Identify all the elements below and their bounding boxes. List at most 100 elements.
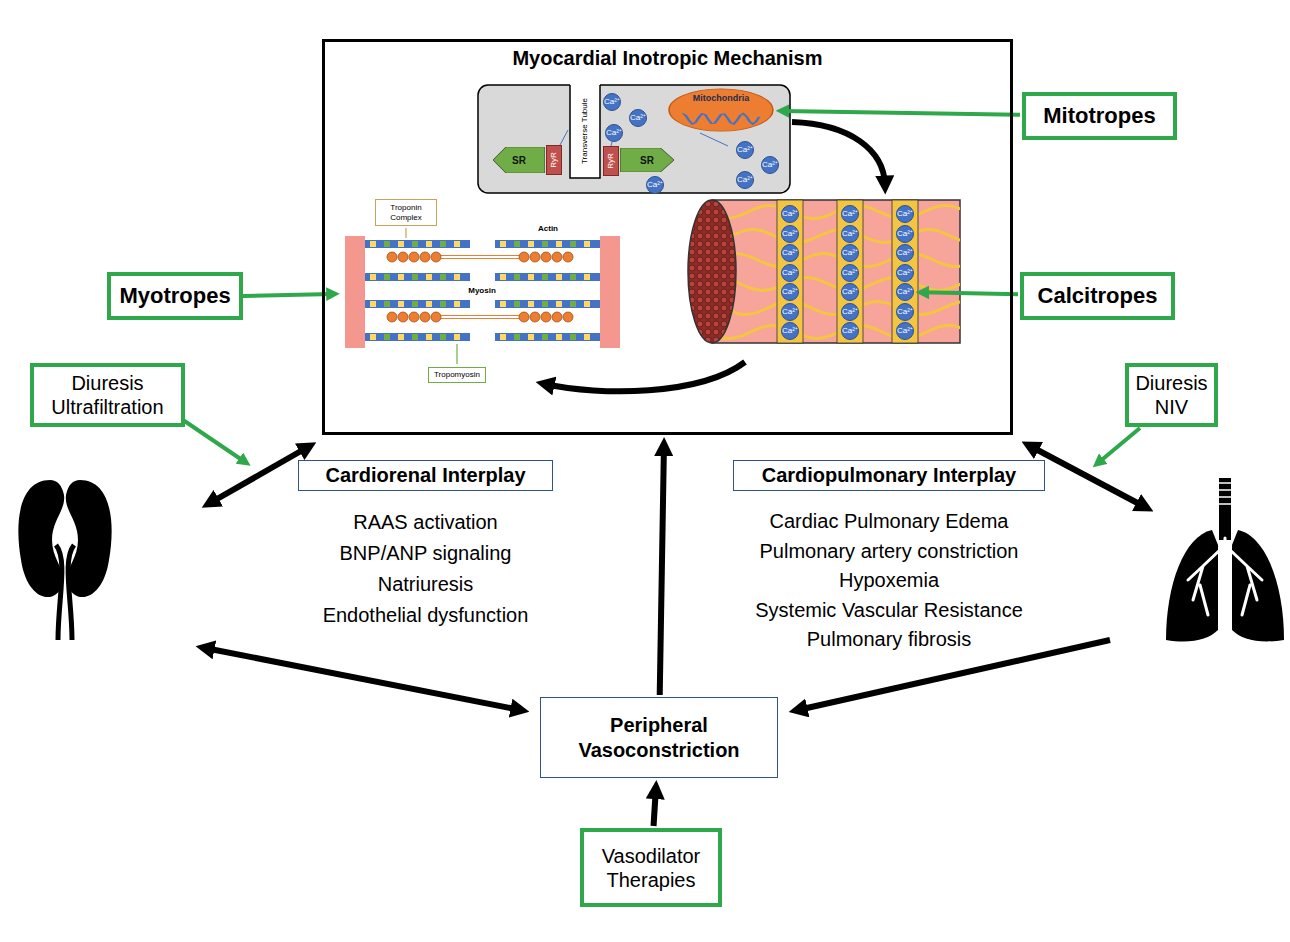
myosin-head: [563, 312, 573, 322]
therapy-box: Myotropes: [107, 272, 243, 320]
node-text: Ca²⁺: [897, 288, 913, 296]
node-text: SR: [620, 155, 674, 166]
node-text: Ca²⁺: [842, 249, 858, 257]
node-text: Ca²⁺: [897, 249, 913, 257]
troponin-mark: [514, 241, 520, 247]
muscle-fiber: [688, 200, 970, 343]
troponin-mark: [570, 301, 576, 307]
calcium-ion: Ca²⁺: [841, 244, 859, 262]
node-text: Ca²⁺: [842, 230, 858, 238]
troponin-mark: [514, 334, 520, 340]
calcium-ion: Ca²⁺: [781, 303, 799, 321]
fiber-texture: [712, 278, 960, 291]
troponin-mark: [500, 301, 506, 307]
node-text: Ca²⁺: [897, 308, 913, 316]
fiber-texture: [712, 230, 960, 243]
troponin-mark: [528, 241, 534, 247]
myosin-head: [519, 312, 529, 322]
myosin-head: [530, 312, 540, 322]
calcium-ion: Ca²⁺: [841, 283, 859, 301]
node-text: Cardiopulmonary Interplay: [733, 460, 1045, 491]
node-text: Tropomyosin: [431, 370, 483, 379]
lungs-icon: [1166, 478, 1284, 642]
node-text: Diuresis NIV: [1134, 371, 1209, 419]
troponin-mark: [384, 334, 390, 340]
troponin-mark: [426, 301, 432, 307]
calcium-ion: Ca²⁺: [896, 322, 914, 340]
list-item: Cardiac Pulmonary Edema: [733, 507, 1045, 537]
myosin-head: [409, 252, 419, 262]
troponin-mark: [370, 301, 376, 307]
troponin-mark: [542, 241, 548, 247]
sarcoplasmic-reticulum: SR: [620, 148, 674, 172]
troponin-mark: [528, 334, 534, 340]
actin-filament: [365, 273, 470, 281]
fiber-texture: [712, 254, 960, 267]
actin-filament: [495, 240, 600, 248]
troponin-mark: [570, 334, 576, 340]
actin-filament: [365, 333, 470, 341]
actin-filament: [495, 300, 600, 308]
troponin-mark: [584, 301, 590, 307]
list-item: Systemic Vascular Resistance: [733, 596, 1045, 626]
node-text: Ca²⁺: [604, 98, 620, 106]
flow-arrow: [545, 362, 745, 391]
mitochondria: Mitochondria: [668, 88, 774, 132]
therapy-box: Calcitropes: [1020, 272, 1175, 320]
troponin-mark: [584, 334, 590, 340]
myosin-head: [431, 252, 441, 262]
node-text: Ca²⁺: [606, 129, 622, 137]
node-text: Ca²⁺: [782, 288, 798, 296]
ryanodine-receptor: RyR: [546, 145, 562, 175]
troponin-mark: [514, 301, 520, 307]
troponin-mark: [556, 274, 562, 280]
myosin-head: [398, 252, 408, 262]
sarcomere: [345, 236, 620, 348]
list-item: Hypoxemia: [733, 566, 1045, 596]
node-text: Diuresis Ultrafiltration: [39, 371, 176, 419]
troponin-mark: [584, 241, 590, 247]
node-text: Ca²⁺: [737, 146, 753, 154]
node-text: Ca²⁺: [842, 269, 858, 277]
calcium-ion: Ca²⁺: [896, 205, 914, 223]
node-text: Mitotropes: [1031, 103, 1168, 129]
node-text: Ca²⁺: [842, 210, 858, 218]
node-text: Ca²⁺: [630, 114, 646, 122]
structure-label: Transverse Tubule: [581, 98, 589, 164]
troponin-mark: [500, 241, 506, 247]
myosin-head: [398, 312, 408, 322]
calcium-ion: Ca²⁺: [841, 205, 859, 223]
callout-box: Troponin Complex: [375, 199, 437, 226]
troponin-mark: [570, 274, 576, 280]
interplay-panel: Cardiopulmonary InterplayCardiac Pulmona…: [733, 460, 1045, 655]
myosin-head: [519, 252, 529, 262]
troponin-mark: [398, 274, 404, 280]
therapy-arrow: [183, 420, 245, 462]
list-item: Endothelial dysfunction: [298, 600, 553, 631]
node-text: Ca²⁺: [782, 210, 798, 218]
troponin-mark: [454, 301, 460, 307]
actin-filament: [365, 240, 470, 248]
myosin-head: [387, 252, 397, 262]
troponin-mark: [556, 241, 562, 247]
therapy-arrow: [243, 294, 333, 296]
calcium-ion: Ca²⁺: [781, 205, 799, 223]
connector-arrow: [782, 111, 1020, 115]
node-text: Peripheral Vasoconstriction: [549, 713, 769, 763]
calcium-ion: Ca²⁺: [736, 171, 754, 189]
node-text: Ca²⁺: [782, 269, 798, 277]
list-item: Pulmonary fibrosis: [733, 625, 1045, 655]
connector-arrow: [922, 292, 1018, 294]
troponin-mark: [440, 241, 446, 247]
node-text: Myotropes: [116, 283, 234, 309]
node-text: Ca²⁺: [897, 327, 913, 335]
node-text: Vasodilator Therapies: [589, 844, 713, 892]
node-text: Ca²⁺: [842, 308, 858, 316]
troponin-mark: [426, 274, 432, 280]
kidney-icon: [18, 480, 111, 640]
callout-box: Tropomyosin: [428, 367, 486, 383]
myosin-head: [431, 312, 441, 322]
myosin-filament: [440, 316, 520, 319]
leader-line: [456, 344, 457, 364]
node-text: Ca²⁺: [782, 249, 798, 257]
